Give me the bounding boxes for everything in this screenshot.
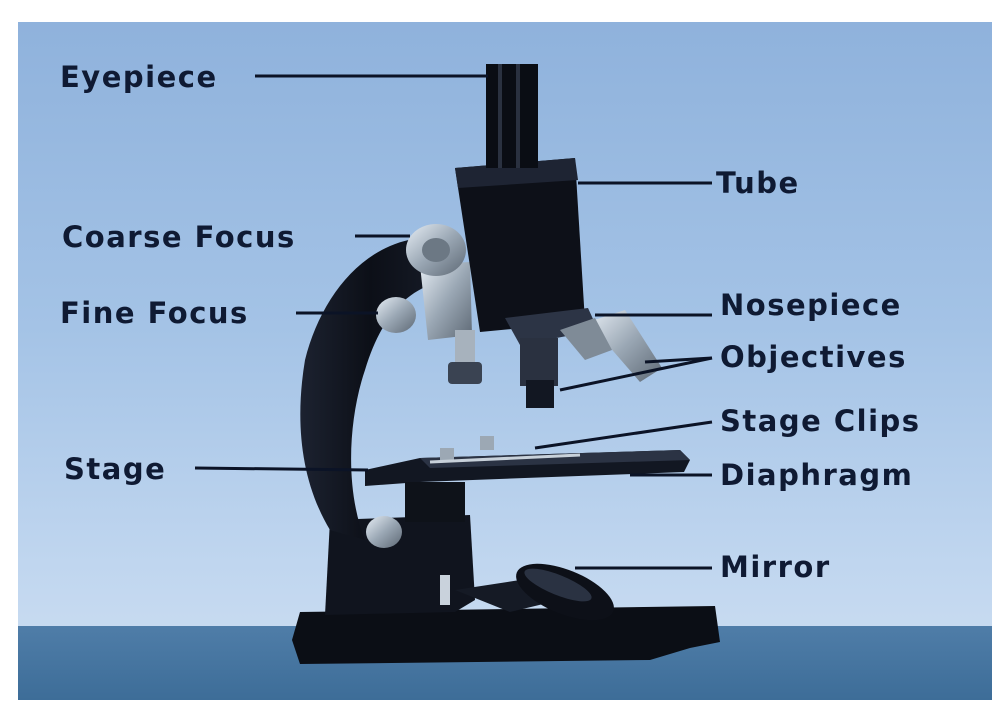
label-nosepiece: Nosepiece (720, 288, 902, 322)
label-tube: Tube (716, 166, 800, 200)
tension-knob (366, 516, 402, 548)
objective-center (520, 338, 558, 386)
stage-clip-right (480, 436, 494, 450)
stage-leader (195, 468, 368, 470)
label-mirror: Mirror (720, 550, 831, 584)
label-coarse-focus: Coarse Focus (62, 220, 296, 254)
microscope-base (292, 606, 720, 664)
label-stage-clips: Stage Clips (720, 404, 921, 438)
stage-clip-left (440, 448, 454, 460)
label-fine-focus: Fine Focus (60, 296, 249, 330)
label-stage: Stage (64, 452, 166, 486)
eyepiece-tube (486, 64, 538, 168)
stage-adjust-knob (448, 362, 482, 384)
label-eyepiece: Eyepiece (60, 60, 218, 94)
fine-focus-knob (376, 297, 416, 333)
label-objectives: Objectives (720, 340, 907, 374)
label-diaphragm: Diaphragm (720, 458, 913, 492)
stage-clips-leader (535, 422, 712, 448)
